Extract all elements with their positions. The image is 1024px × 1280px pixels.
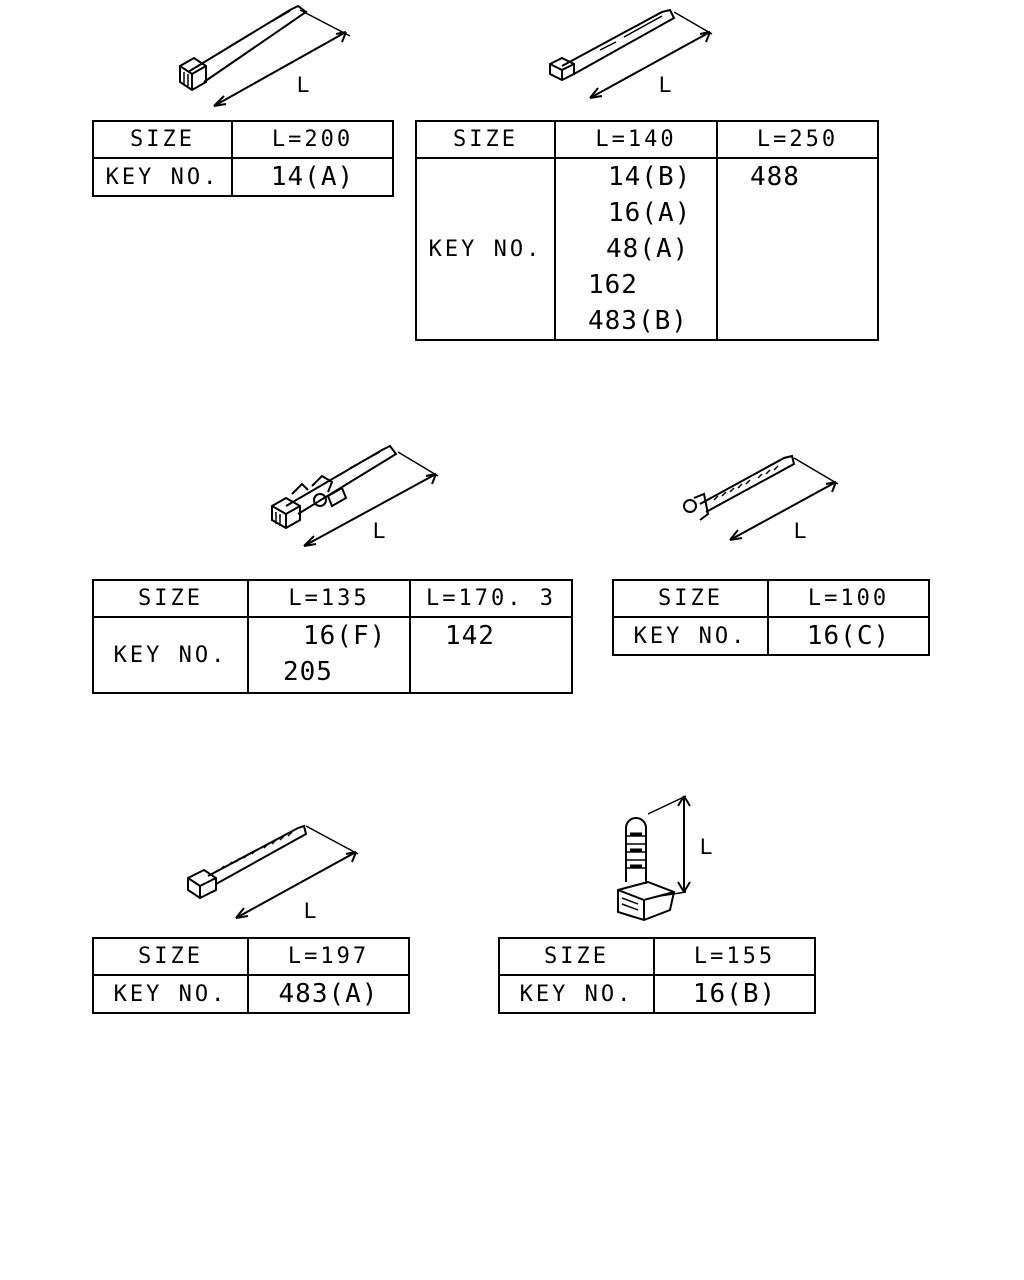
key-no-cell: 488	[716, 157, 879, 341]
spec-table-l200: SIZE L=200 KEY NO. 14(A)	[92, 120, 394, 197]
spec-table-l100: SIZE L=100 KEY NO. 16(C)	[612, 579, 930, 656]
length-label: L	[659, 72, 672, 97]
size-value: L=155	[653, 937, 816, 976]
key-no-header: KEY NO.	[92, 616, 249, 694]
size-header: SIZE	[612, 579, 769, 618]
cable-tie-l100-diagram	[683, 454, 839, 541]
key-no-value: 16(A)	[608, 198, 692, 228]
length-label: L	[373, 518, 386, 543]
size-value: L=200	[231, 120, 394, 159]
cable-tie-clip-l135-diagram	[271, 444, 439, 547]
key-no-value: 488	[750, 162, 800, 192]
size-header: SIZE	[92, 120, 233, 159]
key-no-cell: 14(B) 16(A) 48(A) 162 483(B)	[554, 157, 718, 341]
size-header: SIZE	[92, 937, 249, 976]
key-no-value: 162	[588, 270, 638, 300]
size-value: L=100	[767, 579, 930, 618]
key-no-value: 483(B)	[588, 306, 688, 336]
length-label: L	[794, 518, 807, 543]
size-header: SIZE	[498, 937, 655, 976]
key-no-cell: 16(C)	[767, 616, 930, 656]
key-no-value: 16(C)	[806, 621, 891, 651]
size-value: L=140	[554, 120, 718, 159]
cable-tie-l140-diagram	[549, 8, 713, 99]
key-no-cell: 14(A)	[231, 157, 394, 197]
key-no-value: 205	[283, 657, 333, 687]
length-label: L	[700, 834, 713, 859]
size-header: SIZE	[415, 120, 556, 159]
key-no-cell: 16(B)	[653, 974, 816, 1014]
size-value: L=170. 3	[409, 579, 573, 618]
key-no-header: KEY NO.	[415, 157, 556, 341]
size-value: L=197	[247, 937, 410, 976]
length-label: L	[304, 898, 317, 923]
key-no-value: 483(A)	[278, 979, 379, 1009]
spec-table-l135-l170: SIZE L=135 L=170. 3 KEY NO. 16(F) 205 14…	[92, 579, 573, 694]
key-no-header: KEY NO.	[92, 974, 249, 1014]
key-no-value: 14(B)	[608, 162, 692, 192]
key-no-value: 14(A)	[270, 162, 355, 192]
mounting-tie-l155-diagram	[617, 795, 691, 922]
size-value: L=250	[716, 120, 879, 159]
spec-table-l197: SIZE L=197 KEY NO. 483(A)	[92, 937, 410, 1014]
spec-table-l155: SIZE L=155 KEY NO. 16(B)	[498, 937, 816, 1014]
key-no-value: 48(A)	[606, 234, 690, 264]
key-no-header: KEY NO.	[612, 616, 769, 656]
key-no-header: KEY NO.	[92, 157, 233, 197]
size-header: SIZE	[92, 579, 249, 618]
key-no-value: 16(B)	[692, 979, 777, 1009]
cable-tie-l197-diagram	[187, 824, 359, 919]
key-no-header: KEY NO.	[498, 974, 655, 1014]
key-no-cell: 483(A)	[247, 974, 410, 1014]
size-value: L=135	[247, 579, 411, 618]
key-no-cell: 142	[409, 616, 573, 694]
spec-table-l140-l250: SIZE L=140 L=250 KEY NO. 14(B) 16(A) 48(…	[415, 120, 879, 341]
length-label: L	[297, 72, 310, 97]
key-no-value: 16(F)	[303, 621, 387, 651]
key-no-value: 142	[445, 621, 495, 651]
key-no-cell: 16(F) 205	[247, 616, 411, 694]
cable-tie-l200-diagram	[179, 4, 351, 107]
